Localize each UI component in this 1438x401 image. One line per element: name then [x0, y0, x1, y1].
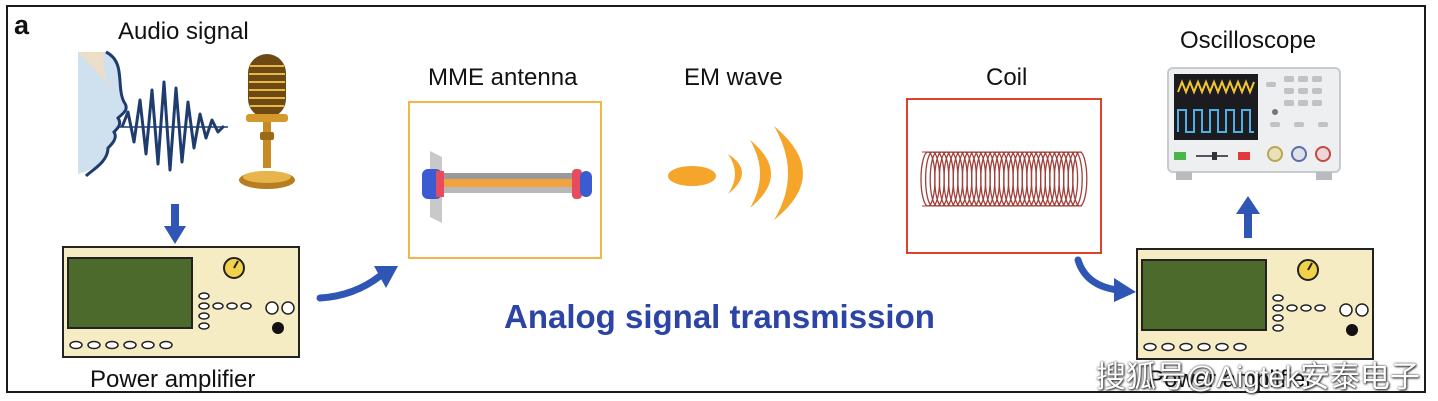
oscilloscope-label: Oscilloscope	[1180, 27, 1317, 54]
coil-label: Coil	[986, 64, 1028, 91]
panel-letter: a	[14, 10, 30, 40]
arrow-icon	[1074, 256, 1136, 302]
oscilloscope-icon	[1167, 67, 1341, 180]
arrow-icon	[316, 266, 398, 302]
power-amplifier-right-label: Power amplifier	[1148, 366, 1314, 393]
power-amplifier-left-label: Power amplifier	[90, 366, 256, 393]
face-profile-icon	[78, 50, 228, 178]
power-amplifier-icon	[1136, 248, 1374, 360]
power-amplifier-icon	[62, 246, 300, 358]
arrow-icon	[1236, 196, 1260, 238]
em-wave-icon	[668, 126, 803, 220]
diagram-title: Analog signal transmission	[504, 298, 935, 335]
audio-signal-label: Audio signal	[118, 18, 249, 45]
arrow-icon	[164, 204, 186, 244]
mme-antenna-label: MME antenna	[428, 64, 578, 91]
figure-frame	[6, 5, 1426, 393]
antenna-icon	[408, 101, 602, 259]
watermark: 搜狐号@Aigtek安泰电子	[1096, 361, 1420, 394]
coil-icon	[906, 98, 1102, 254]
em-wave-label: EM wave	[684, 64, 783, 91]
microphone-icon	[239, 54, 295, 189]
